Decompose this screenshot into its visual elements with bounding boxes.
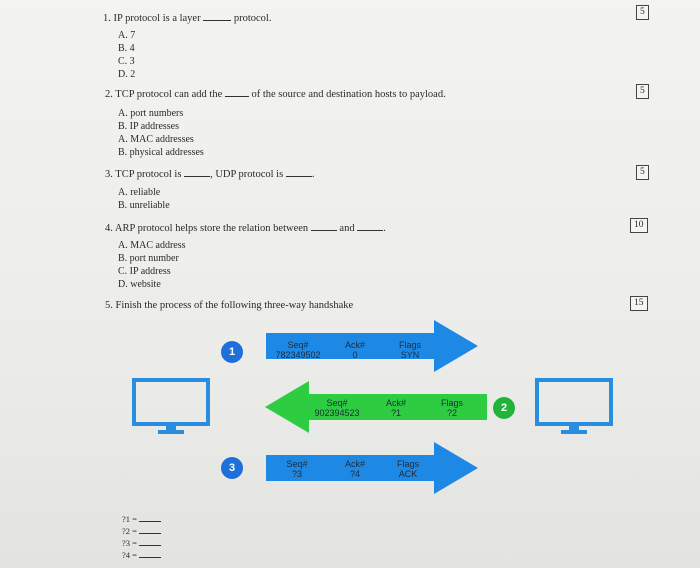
question-4-text-b: and bbox=[339, 223, 355, 234]
step-2-ack-value: ?1 bbox=[390, 408, 401, 418]
step-3-seq-label: Seq# bbox=[286, 459, 308, 469]
question-3-blank-2[interactable] bbox=[285, 176, 312, 177]
question-4-option-c[interactable]: C. IP address bbox=[118, 266, 171, 277]
step-1-ack: Ack# 0 bbox=[335, 340, 375, 360]
question-2-option-4[interactable]: B. physical addresses bbox=[118, 147, 204, 158]
question-3-option-a[interactable]: A. reliable bbox=[118, 187, 161, 198]
question-1-option-d[interactable]: D. 2 bbox=[118, 69, 136, 80]
step-3-flags-label: Flags bbox=[396, 459, 419, 469]
question-4-blank-2[interactable] bbox=[357, 230, 384, 231]
step-1-seq-value: 782349502 bbox=[275, 350, 321, 360]
question-1-option-a[interactable]: A. 7 bbox=[118, 30, 136, 41]
handshake-arrow-1 bbox=[266, 320, 478, 372]
step-2-ack-label: Ack# bbox=[385, 398, 406, 408]
step-2-seq-value: 902394523 bbox=[314, 408, 360, 418]
question-1-points: 5 bbox=[636, 5, 649, 20]
answer-3: ?3 = bbox=[122, 538, 162, 549]
answer-1: ?1 = bbox=[122, 514, 162, 525]
step-3-seq-value: ?3 bbox=[291, 469, 302, 479]
step-1-badge: 1 bbox=[221, 341, 243, 363]
step-3-ack: Ack# ?4 bbox=[335, 459, 375, 479]
step-2-flags: Flags ?2 bbox=[430, 398, 474, 418]
client-monitor-icon bbox=[132, 378, 210, 434]
step-2-badge: 2 bbox=[493, 397, 515, 419]
question-2-option-3[interactable]: A. MAC addresses bbox=[118, 134, 194, 145]
question-5-text: 5. Finish the process of the following t… bbox=[105, 300, 354, 311]
step-3-badge: 3 bbox=[221, 457, 243, 479]
question-3-points: 5 bbox=[636, 165, 649, 180]
question-3-text-b: , UDP protocol is bbox=[210, 169, 284, 180]
answer-4-label: ?4 = bbox=[122, 550, 137, 560]
handshake-arrow-3 bbox=[266, 442, 478, 494]
step-2-flags-label: Flags bbox=[440, 398, 463, 408]
step-1-flags-label: Flags bbox=[398, 340, 421, 350]
question-1-option-c[interactable]: C. 3 bbox=[118, 56, 135, 67]
question-2: 2. TCP protocol can add the of the sourc… bbox=[105, 88, 446, 101]
answer-4-blank[interactable] bbox=[139, 557, 162, 558]
question-1: 1. IP protocol is a layer protocol. bbox=[103, 12, 271, 25]
step-2-flags-value: ?2 bbox=[446, 408, 457, 418]
step-3-ack-value: ?4 bbox=[349, 469, 360, 479]
answer-2-label: ?2 = bbox=[122, 526, 137, 536]
question-3-text-a: 3. TCP protocol is bbox=[105, 169, 182, 180]
step-3-flags: Flags ACK bbox=[386, 459, 430, 479]
step-3-flags-value: ACK bbox=[398, 469, 418, 479]
answer-3-blank[interactable] bbox=[139, 545, 162, 546]
step-2-seq-label: Seq# bbox=[326, 398, 348, 408]
question-1-text-b: protocol. bbox=[233, 13, 272, 24]
handshake-arrow-2 bbox=[265, 381, 487, 433]
question-4-option-a[interactable]: A. MAC address bbox=[118, 240, 186, 251]
question-4-points: 10 bbox=[630, 218, 648, 233]
question-4-text-a: 4. ARP protocol helps store the relation… bbox=[105, 223, 309, 234]
step-1-flags-value: SYN bbox=[400, 350, 420, 360]
question-3: 3. TCP protocol is , UDP protocol is . bbox=[105, 168, 314, 181]
question-4-option-d[interactable]: D. website bbox=[118, 279, 161, 290]
answer-3-label: ?3 = bbox=[122, 538, 137, 548]
server-monitor-icon bbox=[535, 378, 613, 434]
answer-2-blank[interactable] bbox=[139, 533, 162, 534]
question-2-option-2[interactable]: B. IP addresses bbox=[118, 121, 180, 132]
question-1-text-a: 1. IP protocol is a layer bbox=[103, 13, 201, 24]
question-2-points: 5 bbox=[636, 84, 649, 99]
step-3-ack-label: Ack# bbox=[344, 459, 365, 469]
question-5: 5. Finish the process of the following t… bbox=[105, 299, 353, 312]
question-1-blank[interactable] bbox=[203, 20, 232, 21]
step-1-seq: Seq# 782349502 bbox=[268, 340, 328, 360]
question-4-text-c: . bbox=[383, 223, 386, 234]
question-1-option-b[interactable]: B. 4 bbox=[118, 43, 135, 54]
question-4-blank-1[interactable] bbox=[310, 230, 337, 231]
answer-1-label: ?1 = bbox=[122, 514, 137, 524]
step-1-flags: Flags SYN bbox=[388, 340, 432, 360]
step-3-seq: Seq# ?3 bbox=[272, 459, 322, 479]
answer-1-blank[interactable] bbox=[139, 521, 162, 522]
question-4-option-b[interactable]: B. port number bbox=[118, 253, 179, 264]
question-3-option-b[interactable]: B. unreliable bbox=[118, 200, 170, 211]
step-2-ack: Ack# ?1 bbox=[376, 398, 416, 418]
question-2-option-1[interactable]: A. port numbers bbox=[118, 108, 184, 119]
step-1-seq-label: Seq# bbox=[287, 340, 309, 350]
question-3-blank-1[interactable] bbox=[184, 176, 211, 177]
step-1-ack-value: 0 bbox=[352, 350, 358, 360]
question-5-points: 15 bbox=[630, 296, 648, 311]
step-2-seq: Seq# 902394523 bbox=[307, 398, 367, 418]
answer-2: ?2 = bbox=[122, 526, 162, 537]
question-3-text-c: . bbox=[311, 169, 315, 180]
question-2-text-b: of the source and destination hosts to p… bbox=[251, 89, 446, 100]
question-2-blank[interactable] bbox=[224, 96, 249, 97]
question-2-text-a: 2. TCP protocol can add the bbox=[105, 89, 223, 100]
answer-4: ?4 = bbox=[122, 550, 162, 561]
question-4: 4. ARP protocol helps store the relation… bbox=[105, 222, 386, 235]
step-1-ack-label: Ack# bbox=[344, 340, 365, 350]
